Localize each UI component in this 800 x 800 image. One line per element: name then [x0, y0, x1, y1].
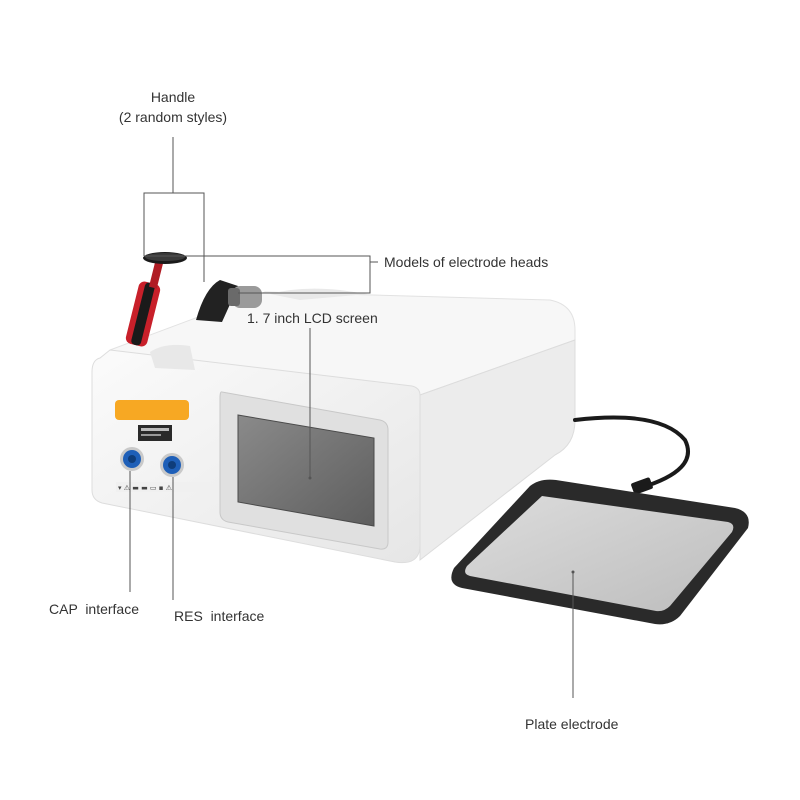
top-slot [270, 288, 368, 300]
res-knob [160, 453, 184, 477]
handle-label: Handle [150, 89, 196, 105]
cap-interface-label: CAP interface [49, 601, 140, 617]
device-top [109, 291, 576, 396]
accent-strip [115, 400, 189, 420]
symbol-strip [116, 482, 210, 492]
leader-lines [129, 137, 574, 698]
electrode-cable [573, 415, 690, 490]
plate-electrode-label: Plate electrode [525, 716, 619, 732]
cap-knob [120, 447, 144, 471]
electrode-heads-label: Models of electrode heads [384, 254, 549, 270]
plate-electrode-pad [451, 479, 749, 625]
svg-text:▾ ⚠ ▬ ▬ ▭ ▪ ⚠: ▾ ⚠ ▬ ▬ ▭ ▪ ⚠ [118, 484, 173, 492]
info-sticker [138, 425, 172, 441]
red-handle [125, 252, 187, 347]
lcd-screen-label: 1. 7 inch LCD screen [247, 310, 378, 326]
res-interface-label: RES interface [174, 608, 265, 624]
handle-holder-left [150, 344, 195, 370]
lcd-screen [237, 414, 375, 527]
handle-note-label: (2 random styles) [118, 109, 228, 125]
black-handle [196, 280, 262, 322]
